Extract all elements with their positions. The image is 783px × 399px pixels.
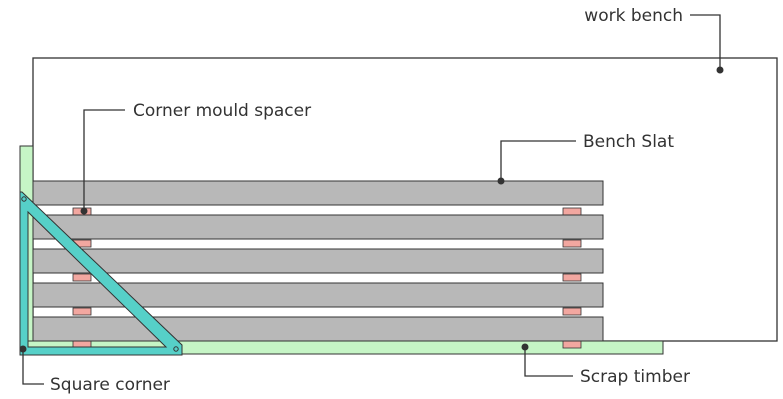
spacer xyxy=(72,307,92,316)
square-corner xyxy=(19,191,183,356)
callout-square-corner: Square corner xyxy=(19,345,170,395)
bench-slat xyxy=(32,316,604,342)
bench-slat xyxy=(32,214,604,240)
spacer xyxy=(562,340,582,349)
spacer xyxy=(72,273,92,282)
callout-bench-slat: Bench Slat xyxy=(497,132,674,185)
callout-scrap-timber: Scrap timber xyxy=(521,343,690,387)
label-bench-slat: Bench Slat xyxy=(583,132,674,152)
spacer xyxy=(562,239,582,248)
label-work-bench: work bench xyxy=(584,6,683,26)
spacer xyxy=(562,307,582,316)
label-scrap-timber: Scrap timber xyxy=(580,367,690,387)
bench-slats xyxy=(32,180,604,342)
square-corner-rivet-top xyxy=(21,196,27,202)
callout-work-bench: work bench xyxy=(584,6,724,74)
bench-slat xyxy=(32,248,604,274)
callout-corner-mould-spacer: Corner mould spacer xyxy=(80,101,311,215)
square-corner-rivet-right xyxy=(173,346,179,352)
label-corner-mould-spacer: Corner mould spacer xyxy=(133,101,311,121)
spacer xyxy=(562,273,582,282)
spacer xyxy=(562,207,582,216)
square-corner-frame xyxy=(19,191,183,356)
label-square-corner: Square corner xyxy=(50,375,170,395)
bench-slat xyxy=(32,180,604,206)
